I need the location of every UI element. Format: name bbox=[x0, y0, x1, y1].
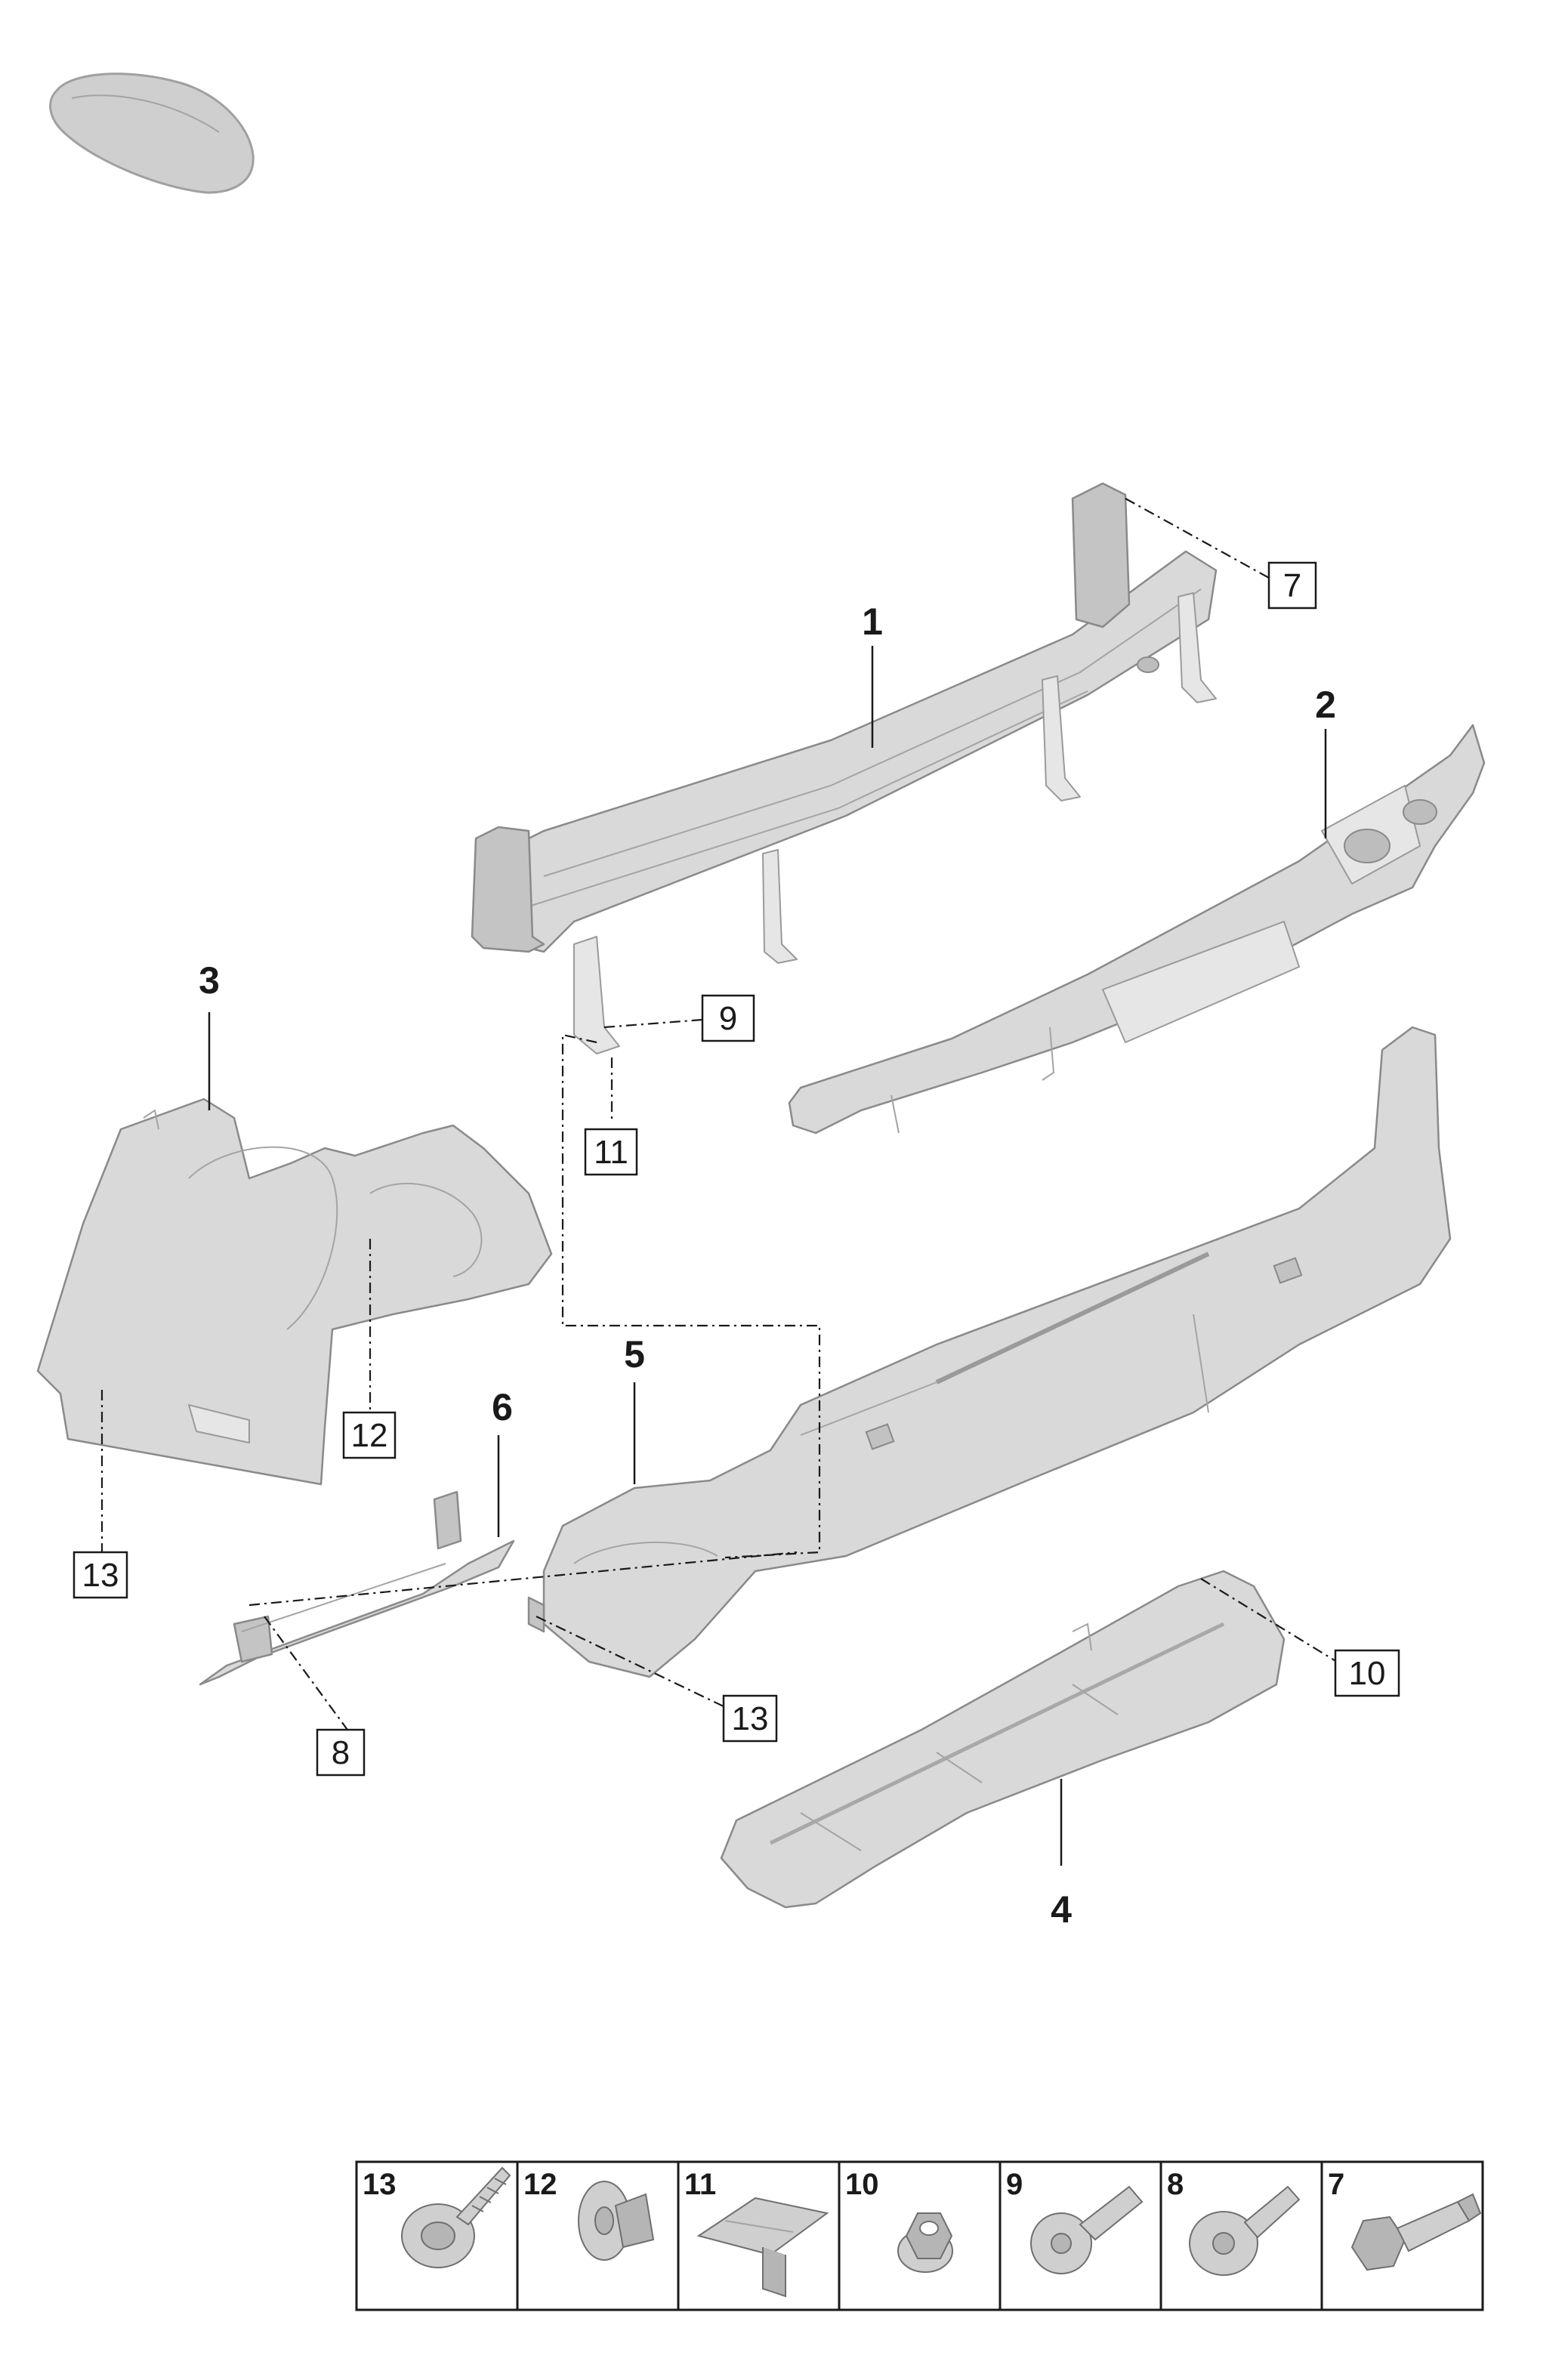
clip-nut-icon bbox=[696, 2197, 829, 2298]
flange-bolt-icon bbox=[1189, 2185, 1301, 2276]
hex-bolt-icon bbox=[1350, 2193, 1482, 2271]
callout-3: 3 bbox=[199, 959, 220, 1002]
callout-9-box: 9 bbox=[701, 994, 755, 1042]
callout-1: 1 bbox=[862, 601, 883, 643]
callout-6: 6 bbox=[492, 1386, 513, 1428]
part-6-support-bracket bbox=[199, 1490, 515, 1686]
legend-number-13: 13 bbox=[363, 2168, 397, 2201]
callout-12: 12 bbox=[351, 1417, 388, 1454]
screw-with-washer-icon bbox=[401, 2166, 511, 2268]
callout-leader-lines bbox=[208, 646, 1327, 1866]
legend-number-11: 11 bbox=[684, 2168, 716, 2201]
callout-8-box: 8 bbox=[316, 1728, 366, 1777]
callout-10-box: 10 bbox=[1334, 1649, 1400, 1697]
callout-13-left: 13 bbox=[82, 1557, 119, 1594]
callout-7-box: 7 bbox=[1267, 561, 1317, 610]
callout-10: 10 bbox=[1349, 1655, 1386, 1692]
vehicle-locator-icon bbox=[49, 73, 255, 194]
legend-number-7: 7 bbox=[1328, 2168, 1344, 2201]
bold-callouts: 1 2 3 4 5 6 bbox=[199, 601, 1336, 1931]
hex-nut-icon bbox=[897, 2212, 953, 2273]
callout-13b-box: 13 bbox=[722, 1694, 778, 1743]
part-2-impact-absorber bbox=[788, 724, 1486, 1135]
part-1-bumper-carrier bbox=[471, 482, 1218, 1054]
callout-8: 8 bbox=[332, 1734, 350, 1771]
boxed-callouts: 7 8 9 10 11 12 13 13 bbox=[73, 561, 1400, 1777]
callout-5: 5 bbox=[624, 1333, 645, 1375]
callout-9: 9 bbox=[719, 1000, 737, 1037]
callout-13-center: 13 bbox=[732, 1700, 769, 1737]
spreading-rivet-icon bbox=[578, 2181, 655, 2261]
fastener-leader-lines bbox=[100, 498, 1338, 1731]
part-5-underbody-panel bbox=[527, 1026, 1452, 1678]
callout-2: 2 bbox=[1315, 684, 1336, 726]
part-3-wheel-housing-liner bbox=[36, 1098, 553, 1486]
callout-11-box: 11 bbox=[584, 1128, 638, 1176]
callout-11: 11 bbox=[594, 1134, 628, 1171]
callout-13a-box: 13 bbox=[73, 1551, 128, 1599]
torx-bolt-icon bbox=[1030, 2185, 1144, 2274]
fastener-legend: 13 12 11 10 9 8 7 bbox=[355, 2160, 1484, 2311]
callout-7: 7 bbox=[1283, 567, 1301, 604]
legend-number-10: 10 bbox=[845, 2168, 879, 2201]
callout-12-box: 12 bbox=[342, 1411, 397, 1459]
part-4-underbody-cover bbox=[720, 1570, 1286, 1909]
legend-number-9: 9 bbox=[1006, 2168, 1023, 2201]
legend-number-12: 12 bbox=[523, 2168, 557, 2201]
callout-4: 4 bbox=[1051, 1888, 1072, 1931]
legend-number-8: 8 bbox=[1167, 2168, 1184, 2201]
